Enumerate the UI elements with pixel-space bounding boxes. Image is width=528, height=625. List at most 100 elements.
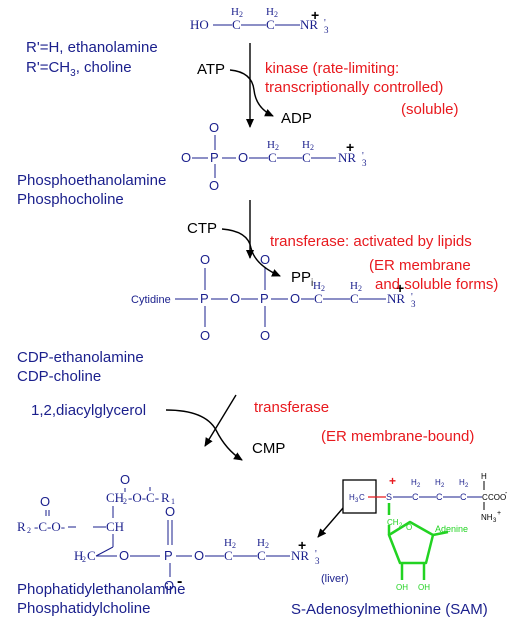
svg-text:2: 2 [465,483,469,489]
svg-text:2: 2 [27,526,31,535]
svg-text:C: C [87,548,96,563]
kinase-location: (soluble) [401,101,459,118]
cdp-ethanolamine-label: CDP-ethanolamine [17,349,144,366]
svg-text:-O-C-: -O-C- [128,490,159,505]
kinase-label-line1: kinase (rate-limiting: [265,60,400,77]
svg-text:CH: CH [106,490,124,505]
reaction-arrows [165,43,344,538]
cytidine-label: Cytidine [131,294,171,306]
svg-text:H: H [350,280,358,292]
svg-text:2: 2 [310,143,314,152]
svg-text:C: C [350,291,359,306]
svg-text:': ' [315,549,317,560]
svg-text:C: C [359,493,365,502]
er-membrane-bound-label: (ER membrane-bound) [321,428,475,445]
svg-text:+: + [396,280,404,296]
svg-text:2: 2 [274,10,278,19]
svg-text:2: 2 [275,143,279,152]
svg-text:CH: CH [387,518,399,527]
arrow-ctp-ppi [221,228,281,277]
svg-text:OH: OH [418,583,430,592]
svg-text:2: 2 [417,483,421,489]
svg-text:O: O [406,523,412,532]
svg-text:NR: NR [387,291,405,306]
legend-r-h: R'=H, ethanolamine [26,39,158,56]
svg-text:2: 2 [265,541,269,550]
svg-text:S: S [386,492,392,502]
svg-text:P: P [210,150,219,165]
svg-text:C: C [224,548,233,563]
cmp-label: CMP [252,440,286,457]
svg-text:+: + [346,139,354,155]
phosphatidylcholine-label: Phosphatidylcholine [17,600,151,617]
phosphoethanolamine-label: Phosphoethanolamine [17,172,167,189]
svg-text:H: H [267,139,275,151]
svg-text:H: H [435,478,441,487]
svg-text:O: O [209,178,219,193]
svg-text:2: 2 [123,497,127,506]
svg-text:NR: NR [291,548,309,563]
svg-text:-: - [505,490,508,497]
svg-text:3: 3 [362,158,367,168]
arrow-step3 [204,394,237,447]
svg-text:': ' [324,18,326,29]
svg-text:C: C [436,492,443,502]
svg-text:R: R [161,490,170,505]
svg-text:H: H [313,280,321,292]
svg-text:2: 2 [82,555,86,564]
svg-text:H: H [257,537,265,549]
svg-text:C: C [412,492,419,502]
phosphoethanolamine-structure: O O P O C H 2 C H 2 NR 3 ' + O [181,120,367,193]
svg-text:NR: NR [338,150,356,165]
svg-text:2: 2 [321,284,325,293]
svg-text:O: O [238,150,248,165]
transferase-lipids-label: transferase: activated by lipids [270,233,472,250]
svg-text:H: H [459,478,465,487]
svg-text:C: C [482,493,488,502]
svg-text:P: P [200,291,209,306]
cdp-choline-label: CDP-choline [17,368,102,385]
svg-text:2: 2 [232,541,236,550]
svg-text:C: C [266,17,275,32]
svg-text:Adenine: Adenine [435,524,468,534]
svg-text:C: C [460,492,467,502]
ho-label: HO [190,17,209,32]
ctp-label: CTP [187,220,217,237]
svg-text:+: + [497,510,501,517]
svg-text:O: O [290,291,300,306]
er-membrane-label-line1: (ER membrane [369,257,471,274]
svg-text:O: O [181,150,191,165]
svg-text:2: 2 [239,10,243,19]
svg-text:O: O [200,252,210,267]
svg-text:3: 3 [355,498,359,504]
svg-text:H: H [411,478,417,487]
svg-text:NH: NH [481,513,493,522]
svg-text:P: P [164,548,173,563]
cdp-ethanolamine-structure: Cytidine O P O O P O C H 2 C H 2 NR 3 ' … [131,252,416,343]
svg-text:2: 2 [358,284,362,293]
svg-text:H: H [349,493,355,502]
phosphatidylethanolamine-structure: O CH 2 -O-C- R 1 O R 2 -C-O- CH H 2 C O … [17,472,320,593]
legend-r-ch3: R'=CH3, choline [26,59,132,79]
svg-text:O: O [194,548,204,563]
svg-text:C: C [232,17,241,32]
svg-text:R: R [17,519,26,534]
svg-text:': ' [411,292,413,303]
svg-text:C: C [314,291,323,306]
svg-text:1: 1 [171,497,175,506]
svg-text:O: O [260,328,270,343]
adp-label: ADP [281,110,312,127]
svg-text:+: + [298,537,306,553]
svg-text:C: C [268,150,277,165]
er-membrane-label-line2: and soluble forms) [375,276,499,293]
svg-text:NR: NR [300,17,318,32]
sam-label: S-Adenosylmethionine (SAM) [291,601,488,618]
svg-text:H: H [481,472,487,481]
arrow-atp-adp [229,69,274,117]
ethanolamine-structure: HO C H 2 C H 2 NR 3 ' + [190,6,329,35]
atp-label: ATP [197,61,226,78]
svg-text:+: + [311,7,319,23]
svg-text:3: 3 [493,518,497,524]
